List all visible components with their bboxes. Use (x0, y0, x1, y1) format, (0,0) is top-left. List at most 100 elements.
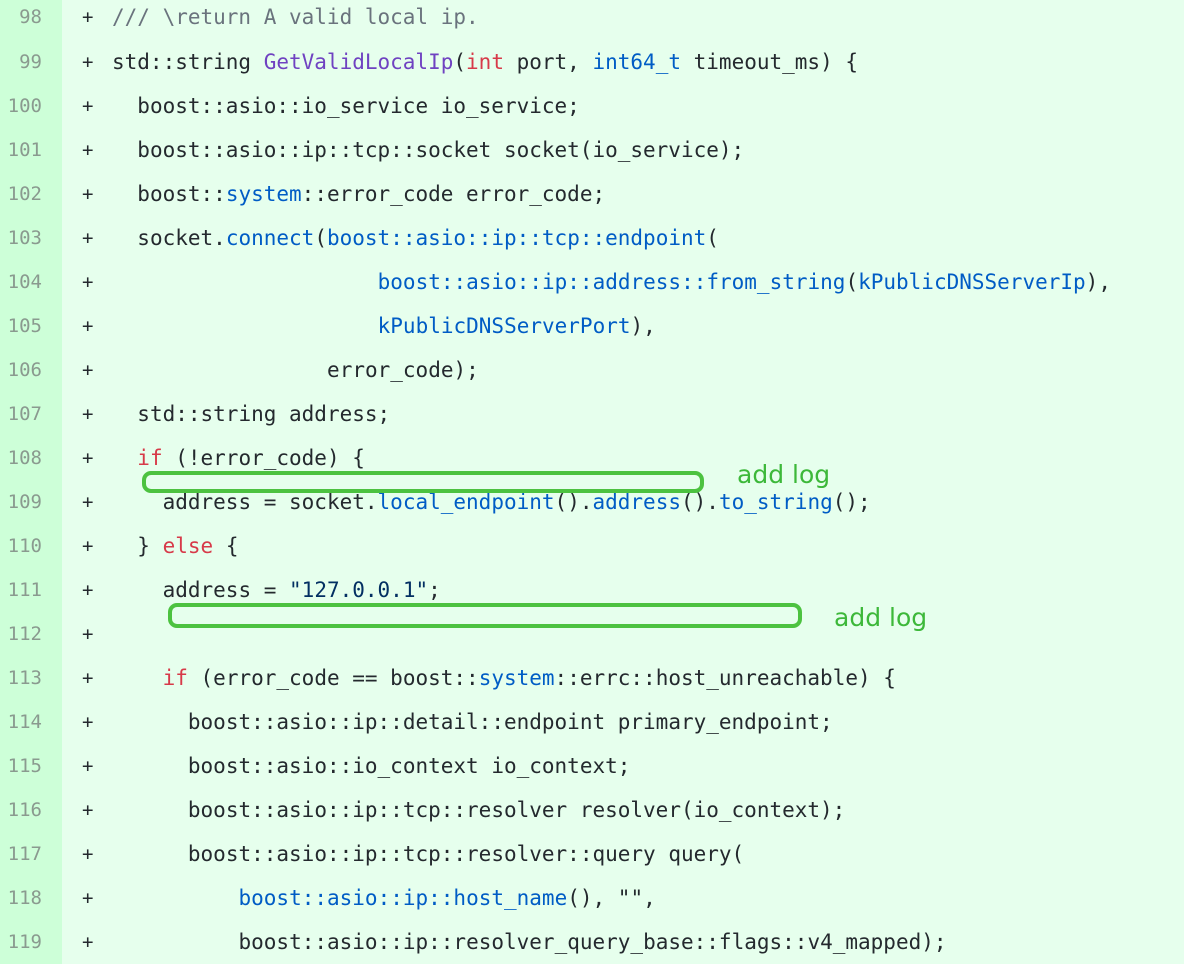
code-line: socket.connect(boost::asio::ip::tcp::end… (112, 216, 719, 260)
diff-marker: + (82, 755, 94, 777)
diff-marker: + (82, 931, 94, 953)
code-line: address = "127.0.0.1"; (112, 568, 441, 612)
diff-row: 103+socket.connect(boost::asio::ip::tcp:… (0, 216, 1184, 260)
code-token: kPublicDNSServerIp (858, 270, 1086, 294)
line-number[interactable]: 109 (0, 480, 62, 524)
diff-marker: + (82, 139, 94, 161)
code-token: system (478, 666, 555, 690)
line-number[interactable]: 111 (0, 568, 62, 612)
code-token: boost::asio::ip::host_name (238, 886, 568, 910)
code-token: "127.0.0.1" (289, 578, 429, 602)
diff-marker: + (82, 403, 94, 425)
code-token: /// \return A valid local ip. (112, 5, 479, 29)
line-number[interactable]: 108 (0, 436, 62, 480)
diff-row: 117 + boost::asio::ip::tcp::resolver::quer… (0, 832, 1184, 876)
diff-row: 104 + boost::asio::ip::address::from_strin… (0, 260, 1184, 304)
diff-row: 116+boost::asio::ip::tcp::resolver resol… (0, 788, 1184, 832)
code-token: GetValidLocalIp (263, 50, 454, 74)
line-number[interactable]: 118 (0, 876, 62, 920)
code-token: int64_t (592, 50, 681, 74)
line-number[interactable]: 104 (0, 260, 62, 304)
code-token: { (213, 534, 239, 558)
diff-marker: + (82, 51, 94, 73)
code-token: } (137, 534, 163, 558)
code-token: ::error_code error_code; (301, 182, 606, 206)
code-token: to_string (718, 490, 833, 514)
line-number[interactable]: 117 (0, 832, 62, 876)
code-token: ), (1085, 270, 1111, 294)
line-number[interactable]: 102 (0, 172, 62, 216)
code-token: local_endpoint (377, 490, 555, 514)
code-token: connect (225, 226, 315, 250)
line-number[interactable]: 114 (0, 700, 62, 744)
diff-row: 100 + boost::asio::io_service io_service; (0, 84, 1184, 128)
code-token: error_code); (327, 358, 479, 382)
code-token: boost::asio::ip::detail::endpoint primar… (187, 710, 833, 734)
code-line: boost::asio::ip::tcp::resolver resolver(… (112, 788, 845, 832)
code-token: socket. (137, 226, 226, 250)
code-token: boost::asio::ip::tcp::resolver::query qu… (187, 842, 745, 866)
code-token: (error_code == boost:: (187, 666, 479, 690)
code-token: kPublicDNSServerPort (377, 314, 631, 338)
code-token: address = (162, 578, 290, 602)
diff-row: 119+boost::asio::ip::resolver_query_base… (0, 920, 1184, 964)
code-token: int (466, 50, 504, 74)
code-line: boost::asio::ip::tcp::resolver::query qu… (112, 832, 744, 876)
line-number[interactable]: 105 (0, 304, 62, 348)
code-token: (). (554, 490, 593, 514)
line-number[interactable]: 106 (0, 348, 62, 392)
code-token: ( (453, 50, 467, 74)
code-token: (), "", (567, 886, 656, 910)
line-number[interactable]: 119 (0, 920, 62, 964)
line-number[interactable]: 112 (0, 612, 62, 656)
line-number[interactable]: 99 (0, 40, 62, 84)
line-number[interactable]: 116 (0, 788, 62, 832)
diff-marker: + (82, 447, 94, 469)
line-number[interactable]: 115 (0, 744, 62, 788)
diff-row: 98+/// \return A valid local ip. (0, 0, 1184, 44)
diff-row: 113+if (error_code == boost::system::err… (0, 656, 1184, 700)
diff-marker: + (82, 667, 94, 689)
code-token: ), (630, 314, 656, 338)
code-token: (). (681, 490, 719, 514)
diff-row: 105+kPublicDNSServerPort), (0, 304, 1184, 348)
diff-row: 101 + boost::asio::ip::tcp::socket socket(… (0, 128, 1184, 172)
line-number[interactable]: 110 (0, 524, 62, 568)
code-line: boost::asio::io_service io_service; (112, 84, 580, 128)
code-token: boost::asio::ip::tcp::endpoint (326, 226, 707, 250)
diff-row: 114 + boost::asio::ip::detail::endpoint pr… (0, 700, 1184, 744)
diff-marker: + (82, 359, 94, 381)
diff-marker: + (82, 535, 94, 557)
code-token: boost::asio::ip::tcp::socket socket(io_s… (137, 138, 745, 162)
annotation-label-2: add log (834, 603, 928, 632)
line-number[interactable]: 107 (0, 392, 62, 436)
code-token: boost::asio::io_context io_context; (187, 754, 631, 778)
code-line: boost::asio::ip::tcp::socket socket(io_s… (112, 128, 744, 172)
annotation-box-1 (142, 471, 704, 493)
code-line: } else { (112, 524, 238, 568)
code-token: port, (503, 50, 593, 74)
diff-row: 99 + std::string GetValidLocalIp(int port,… (0, 40, 1184, 84)
diff-row: 118+boost::asio::ip::host_name(), "", (0, 876, 1184, 920)
diff-row: 112+ (0, 612, 1184, 656)
code-line: boost::asio::ip::host_name(), "", (112, 876, 656, 920)
diff-row: 109+address = socket.local_endpoint().ad… (0, 480, 1184, 524)
line-number[interactable]: 98 (0, 0, 62, 44)
code-token: ( (845, 270, 859, 294)
diff-marker: + (82, 95, 94, 117)
diff-marker: + (82, 843, 94, 865)
code-line: boost::asio::io_context io_context; (112, 744, 631, 788)
code-token: ; (428, 578, 441, 602)
line-number[interactable]: 103 (0, 216, 62, 260)
code-line: boost::asio::ip::address::from_string(kP… (112, 260, 1111, 304)
diff-marker: + (82, 183, 94, 205)
line-number[interactable]: 100 (0, 84, 62, 128)
diff-marker: + (82, 711, 94, 733)
code-token: else (162, 534, 214, 558)
line-number[interactable]: 113 (0, 656, 62, 700)
code-token: std::string (112, 50, 264, 74)
line-number[interactable]: 101 (0, 128, 62, 172)
code-token: boost::asio::ip::tcp::resolver resolver(… (187, 798, 846, 822)
diff-marker: + (82, 271, 94, 293)
